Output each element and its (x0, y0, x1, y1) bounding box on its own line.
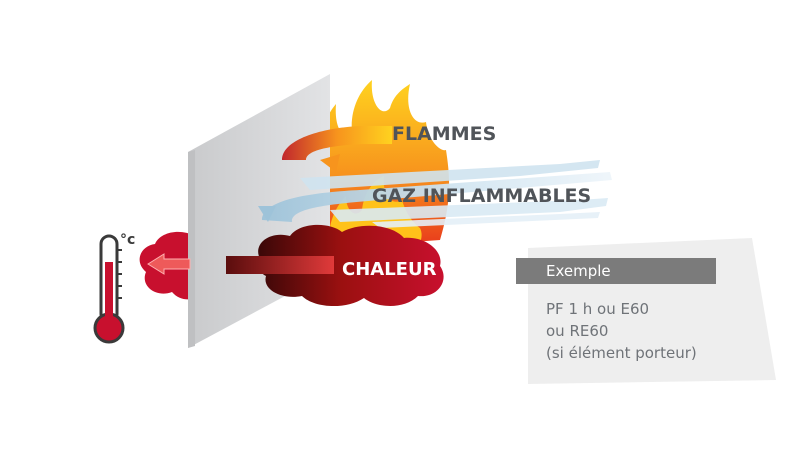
gas-streams (258, 160, 612, 228)
example-line-2: ou RE60 (546, 322, 609, 340)
thermometer-icon (93, 234, 125, 344)
wall-panel (188, 74, 330, 348)
cold-side-heat-arrow (147, 253, 191, 275)
heat-label: CHALEUR (342, 259, 437, 280)
gases-label: GAZ INFLAMMABLES (372, 185, 591, 207)
unit-label: °c (120, 232, 135, 248)
flames-label: FLAMMES (392, 123, 496, 145)
heat-arrow (226, 256, 334, 274)
flame-arrow (282, 126, 392, 172)
example-title: Exemple (516, 258, 716, 284)
heat-cloud (258, 224, 444, 307)
example-text: PF 1 h ou E60 ou RE60 (si élément porteu… (546, 298, 756, 364)
example-line-3: (si élément porteur) (546, 344, 697, 362)
example-line-1: PF 1 h ou E60 (546, 300, 650, 318)
